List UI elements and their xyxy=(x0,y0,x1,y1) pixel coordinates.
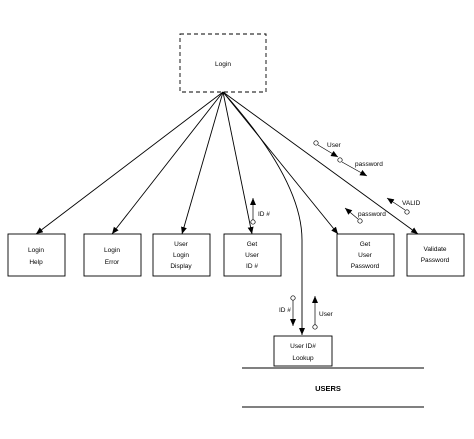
couple-password-in: password xyxy=(344,207,386,224)
login-module: Login xyxy=(179,33,267,93)
call-line-validate-password xyxy=(222,91,419,235)
module-label-line: User xyxy=(358,252,373,259)
module-label-line: Get xyxy=(247,241,258,248)
flow-label-id: ID # xyxy=(279,307,291,314)
module-get-user-password: Get User Password xyxy=(336,233,395,277)
module-label-line: ID # xyxy=(246,263,258,270)
module-label-line: User ID# xyxy=(290,343,316,350)
module-get-user-id: Get User ID # xyxy=(223,233,282,277)
call-line-login-help xyxy=(35,91,224,235)
module-label-line: Login xyxy=(173,252,189,259)
module-label-line: Error xyxy=(105,259,120,266)
module-label-line: Display xyxy=(170,263,192,270)
couple-id-down: ID # xyxy=(279,295,296,326)
module-label-line: Lookup xyxy=(292,355,314,362)
module-validate-password: Validate Password xyxy=(406,233,465,277)
call-lines xyxy=(35,91,419,335)
couple-user-up: User xyxy=(312,296,334,330)
module-label-line: User xyxy=(174,241,189,248)
module-user-login-display: User Login Display xyxy=(152,233,211,277)
module-label-line: Password xyxy=(421,257,450,264)
login-module-label: Login xyxy=(215,61,231,68)
couple-password-out: password xyxy=(337,157,383,177)
flow-label-id: ID # xyxy=(258,211,270,218)
call-line-user-id-lookup xyxy=(222,91,305,335)
flow-label-password: password xyxy=(358,211,386,218)
call-line-get-user-id xyxy=(222,91,254,235)
module-user-id-lookup: User ID# Lookup xyxy=(273,335,333,367)
flow-label-user: User xyxy=(319,311,334,318)
module-label-line: User xyxy=(245,252,260,259)
module-login-error: Login Error xyxy=(83,233,142,277)
call-line-login-error xyxy=(111,91,224,235)
module-label-line: Password xyxy=(351,263,380,270)
module-label-line: Validate xyxy=(423,246,446,253)
couple-valid-in: VALID xyxy=(386,197,421,215)
couple-id-in: ID # xyxy=(250,198,270,225)
couple-user-out: User xyxy=(313,140,342,158)
module-login-help: Login Help xyxy=(7,233,66,277)
flow-label-valid: VALID xyxy=(402,200,421,207)
users-datastore: USERS xyxy=(242,367,424,408)
module-label-line: Help xyxy=(29,259,43,266)
module-label-line: Login xyxy=(28,247,44,254)
module-label-line: Get xyxy=(360,241,371,248)
flow-label-password: password xyxy=(355,161,383,168)
flow-label-user: User xyxy=(327,142,342,149)
call-line-user-login-display xyxy=(181,91,224,235)
call-line-get-user-password xyxy=(222,91,339,235)
module-label-line: Login xyxy=(104,247,120,254)
datastore-label: USERS xyxy=(315,384,341,393)
